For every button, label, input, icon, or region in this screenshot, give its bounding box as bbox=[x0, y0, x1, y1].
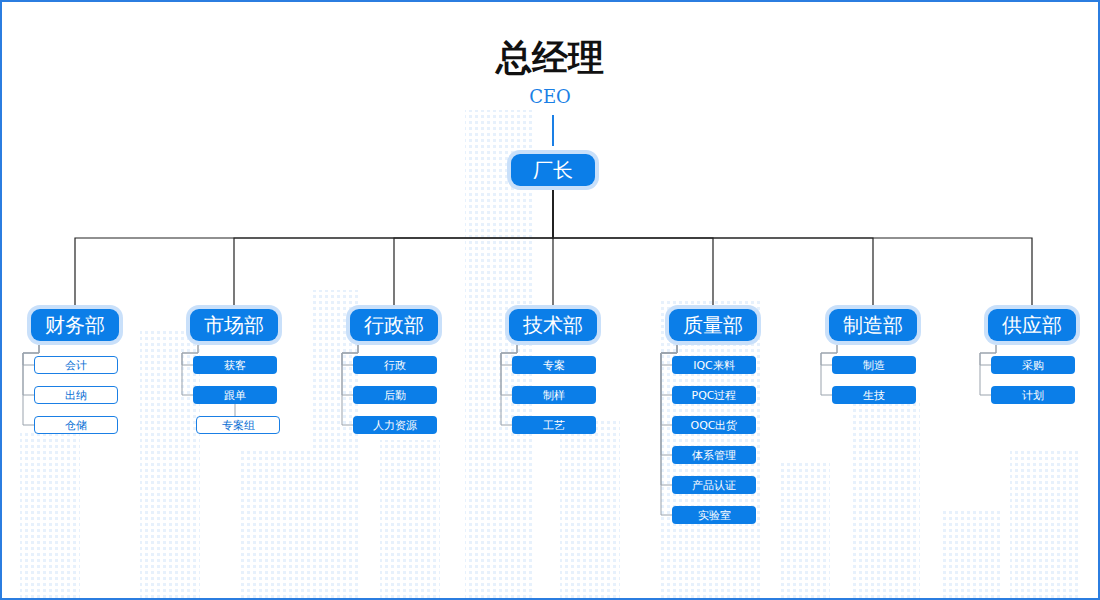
bracket-connector bbox=[235, 404, 236, 416]
tree-connector bbox=[75, 190, 553, 305]
box-label: 产品认证 bbox=[692, 480, 736, 491]
department-box: 财务部 bbox=[31, 309, 119, 341]
team-box: 采购 bbox=[991, 356, 1075, 374]
box-label: 会计 bbox=[65, 360, 87, 371]
team-box: 人力资源 bbox=[353, 416, 437, 434]
department-box: 行政部 bbox=[350, 309, 438, 341]
box-label: IQC来料 bbox=[693, 360, 735, 371]
team-box: 会计 bbox=[34, 356, 118, 374]
box-label: 工艺 bbox=[543, 420, 565, 431]
box-label: 体系管理 bbox=[692, 450, 736, 461]
team-box: 后勤 bbox=[353, 386, 437, 404]
team-box: 产品认证 bbox=[672, 476, 756, 494]
tree-connector bbox=[553, 190, 713, 305]
box-label: 计划 bbox=[1022, 390, 1044, 401]
box-label: 生技 bbox=[863, 390, 885, 401]
team-box: 专案组 bbox=[196, 416, 280, 434]
box-label: 制造部 bbox=[843, 315, 903, 335]
team-box: 实验室 bbox=[672, 506, 756, 524]
team-box: 生技 bbox=[832, 386, 916, 404]
tree-connector bbox=[553, 190, 1032, 305]
ceo-line bbox=[552, 115, 554, 146]
team-box: 体系管理 bbox=[672, 446, 756, 464]
box-label: 行政部 bbox=[364, 315, 424, 335]
box-label: 跟单 bbox=[224, 390, 246, 401]
team-box: PQC过程 bbox=[672, 386, 756, 404]
box-label: 实验室 bbox=[698, 510, 731, 521]
box-label: 质量部 bbox=[683, 315, 743, 335]
team-box: 计划 bbox=[991, 386, 1075, 404]
team-box: OQC出货 bbox=[672, 416, 756, 434]
team-box: 获客 bbox=[193, 356, 277, 374]
team-box: 专案 bbox=[512, 356, 596, 374]
team-box: 跟单 bbox=[193, 386, 277, 404]
box-label: OQC出货 bbox=[691, 420, 738, 431]
box-label: 人力资源 bbox=[373, 420, 417, 431]
city-watermark bbox=[20, 110, 1080, 600]
tree-connector bbox=[234, 190, 553, 305]
team-box: 工艺 bbox=[512, 416, 596, 434]
department-box: 制造部 bbox=[829, 309, 917, 341]
team-box: IQC来料 bbox=[672, 356, 756, 374]
box-label: 市场部 bbox=[204, 315, 264, 335]
title-subtitle: CEO bbox=[0, 86, 1100, 107]
tree-connector bbox=[394, 190, 553, 305]
box-label: 获客 bbox=[224, 360, 246, 371]
box-label: 出纳 bbox=[65, 390, 87, 401]
box-label: 专案组 bbox=[222, 420, 255, 431]
box-label: 采购 bbox=[1022, 360, 1044, 371]
team-box: 行政 bbox=[353, 356, 437, 374]
box-label: 仓储 bbox=[65, 420, 87, 431]
department-box: 技术部 bbox=[509, 309, 597, 341]
manager-box: 厂长 bbox=[511, 154, 595, 186]
box-label: 技术部 bbox=[523, 315, 583, 335]
department-box: 市场部 bbox=[190, 309, 278, 341]
tree-connector bbox=[553, 190, 873, 305]
department-box: 供应部 bbox=[988, 309, 1076, 341]
box-label: 财务部 bbox=[45, 315, 105, 335]
box-label: PQC过程 bbox=[692, 390, 737, 401]
team-box: 仓储 bbox=[34, 416, 118, 434]
team-box: 制样 bbox=[512, 386, 596, 404]
team-box: 出纳 bbox=[34, 386, 118, 404]
box-label: 厂长 bbox=[533, 160, 573, 180]
team-box: 制造 bbox=[832, 356, 916, 374]
box-label: 后勤 bbox=[384, 390, 406, 401]
box-label: 行政 bbox=[384, 360, 406, 371]
box-label: 供应部 bbox=[1002, 315, 1062, 335]
box-label: 制样 bbox=[543, 390, 565, 401]
department-box: 质量部 bbox=[669, 309, 757, 341]
box-label: 专案 bbox=[543, 360, 565, 371]
chart-title: 总经理 bbox=[0, 34, 1100, 83]
box-label: 制造 bbox=[863, 360, 885, 371]
